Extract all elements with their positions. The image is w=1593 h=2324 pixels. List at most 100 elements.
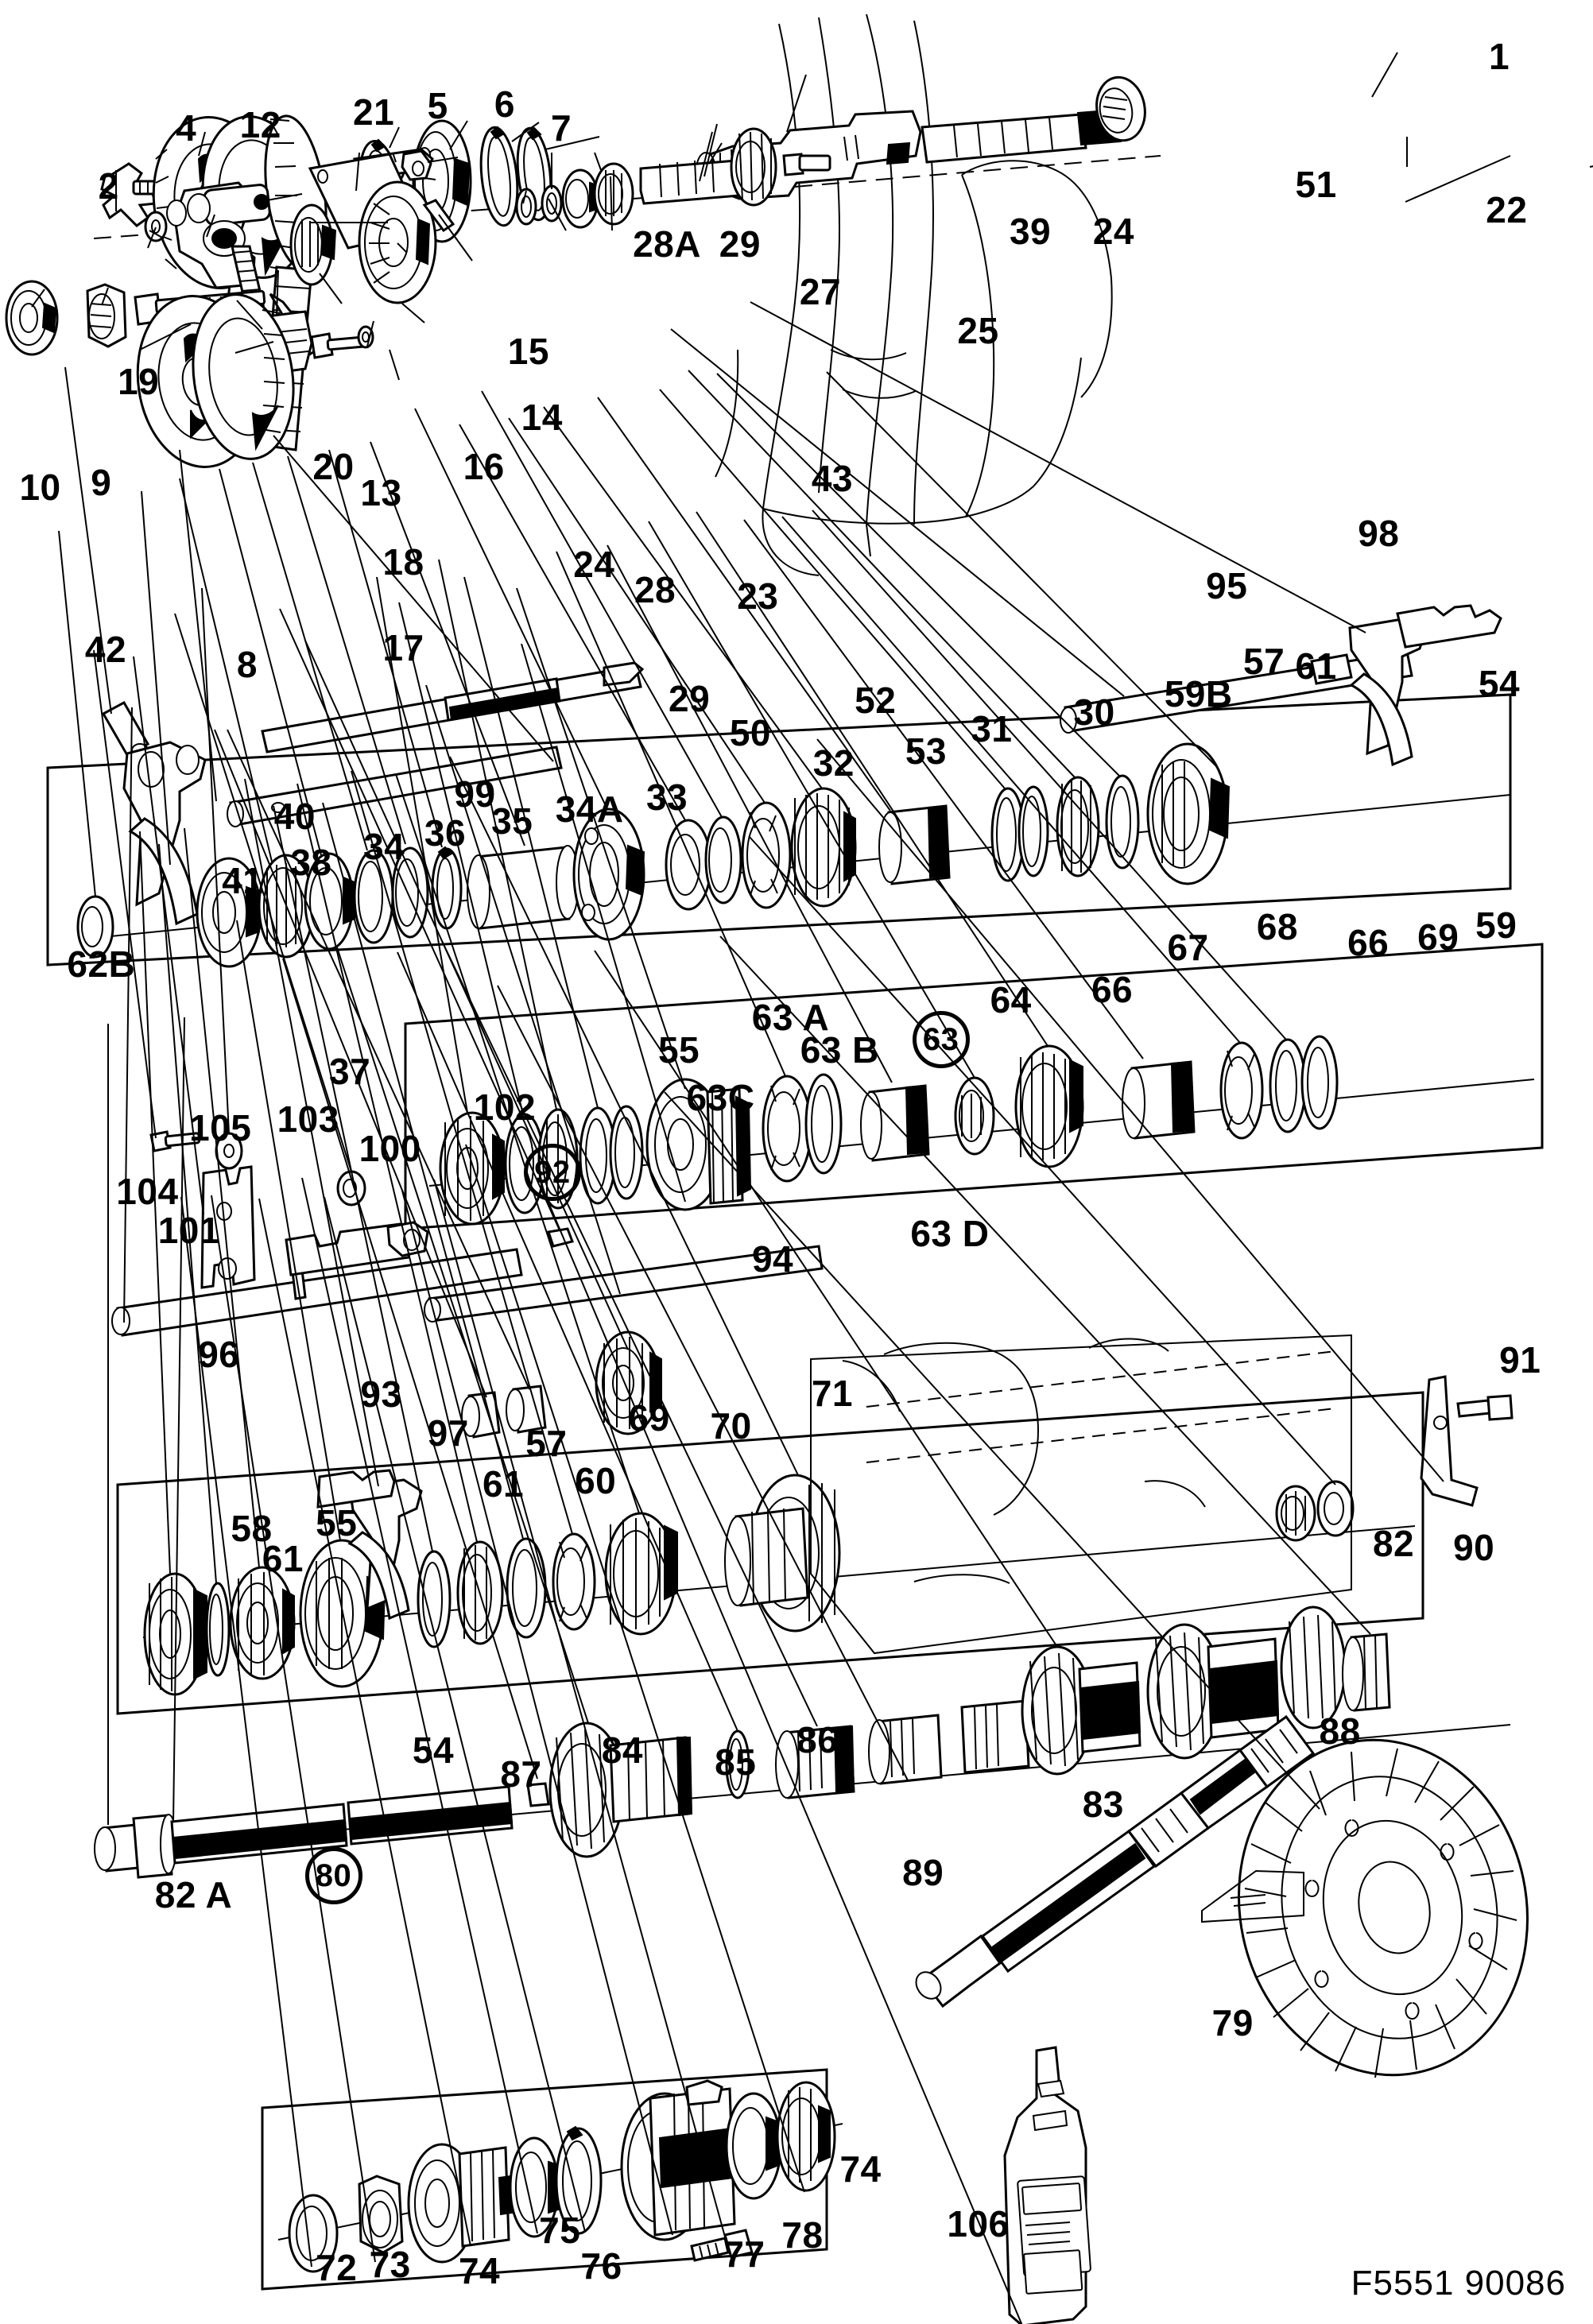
part-29-washers	[386, 157, 405, 183]
callout-10: 10	[19, 466, 61, 508]
part-39-washer	[541, 184, 563, 223]
part-89-needle-bearing	[868, 1714, 943, 1785]
part-15-detent-ball	[254, 194, 269, 210]
part-5-ball-bearing	[412, 119, 472, 243]
callout-66: 66	[1347, 922, 1390, 964]
callout-51: 51	[1295, 164, 1337, 206]
part-3-seal	[1095, 76, 1146, 142]
part-7-circlip	[516, 126, 552, 222]
callout-24: 24	[1092, 210, 1135, 252]
callout-8: 8	[236, 643, 258, 685]
callout-102: 102	[473, 1086, 537, 1128]
part-43-pin	[422, 199, 455, 233]
callout-5: 5	[427, 85, 448, 127]
callout-41: 41	[222, 859, 264, 901]
part-24-roller-bearing-c	[593, 162, 634, 226]
callout-101: 101	[157, 1210, 220, 1252]
callout-55: 55	[657, 1029, 700, 1071]
callout-38: 38	[290, 842, 332, 884]
part-82A-shaft-end	[94, 1814, 177, 1879]
callout-73: 73	[369, 2244, 411, 2286]
callout-61: 61	[482, 1462, 525, 1505]
callout-70: 70	[710, 1404, 752, 1447]
part-42-pin	[101, 700, 150, 757]
part-99-shift-rail	[261, 661, 645, 753]
part-18-spring	[231, 245, 270, 332]
callout-40: 40	[273, 796, 316, 838]
callout-97: 97	[427, 1412, 469, 1454]
part-29-washer-lower	[357, 325, 374, 349]
callout-12: 12	[239, 104, 281, 146]
callout-29: 29	[669, 678, 711, 720]
callout-57: 57	[525, 1423, 568, 1465]
callout-63b: 63 B	[800, 1029, 879, 1071]
band4-panel	[116, 1391, 1424, 1715]
callout-88: 88	[1319, 1710, 1361, 1752]
callout-83: 83	[1082, 1783, 1124, 1825]
callout-35: 35	[491, 800, 533, 842]
callout-87: 87	[500, 1753, 542, 1795]
callout-34a: 34A	[555, 788, 624, 830]
callout-103: 103	[277, 1098, 339, 1140]
callout-92: 92	[523, 1144, 581, 1202]
callout-20: 20	[312, 445, 355, 487]
callout-4: 4	[176, 107, 197, 149]
callout-33: 33	[645, 776, 688, 818]
callout-36: 36	[424, 811, 467, 854]
callout-74: 74	[839, 2148, 882, 2190]
callout-66: 66	[1091, 968, 1134, 1010]
callout-95: 95	[1206, 564, 1248, 606]
part-6-circlip	[479, 126, 519, 227]
callout-82: 82	[1372, 1522, 1415, 1564]
part-28-bolt-lower	[310, 332, 370, 359]
part-100-selector-plate	[285, 1221, 429, 1276]
part-28A-bolt	[346, 184, 414, 210]
callout-37: 37	[329, 1050, 371, 1092]
callout-61: 61	[262, 1537, 304, 1579]
callout-84: 84	[601, 1729, 643, 1772]
callout-75: 75	[539, 2209, 581, 2251]
part-83-output-shaft	[960, 1605, 1347, 1776]
callout-22: 22	[1486, 189, 1528, 231]
callout-60: 60	[575, 1460, 617, 1502]
part-103-bush	[336, 1170, 366, 1207]
callout-42: 42	[84, 629, 127, 671]
callout-78: 78	[781, 2214, 824, 2256]
callout-1: 1	[1488, 36, 1510, 78]
part-27-bracket	[353, 148, 434, 181]
callout-59: 59	[1475, 904, 1517, 946]
part-96-shift-rail	[111, 1248, 523, 1337]
callout-43: 43	[811, 457, 854, 499]
callout-39: 39	[1009, 210, 1052, 252]
callout-13: 13	[360, 472, 402, 514]
callout-27: 27	[799, 271, 842, 313]
part-14-cover-plate	[308, 153, 427, 250]
callout-96: 96	[198, 1333, 240, 1375]
callout-34: 34	[363, 825, 405, 867]
part-16-rod	[269, 292, 322, 358]
callout-63a: 63 A	[751, 997, 830, 1039]
callout-94: 94	[751, 1238, 794, 1280]
callout-77: 77	[723, 2233, 765, 2275]
part-41-selector-fork	[122, 741, 207, 926]
part-106-sealant-bottle	[1003, 2046, 1091, 2324]
callout-54: 54	[1478, 663, 1521, 705]
callout-74: 74	[458, 2249, 501, 2291]
callout-59b: 59B	[1164, 673, 1233, 715]
part-91-detent-lever	[1420, 1375, 1514, 1507]
part-23-carrier	[358, 180, 437, 304]
part-88-spacer	[1342, 1633, 1391, 1712]
callout-71: 71	[811, 1372, 854, 1414]
part-24-roller-bearing-b	[561, 168, 600, 229]
callout-2: 2	[98, 165, 119, 207]
callout-86: 86	[796, 1719, 839, 1761]
callout-31: 31	[971, 707, 1013, 749]
callout-61: 61	[1295, 645, 1337, 687]
part-13-lever	[166, 181, 271, 289]
housing-ghost-bottom	[810, 1334, 1352, 1655]
callout-68: 68	[1256, 905, 1299, 947]
callout-55: 55	[316, 1501, 358, 1544]
callout-90: 90	[1453, 1527, 1495, 1569]
